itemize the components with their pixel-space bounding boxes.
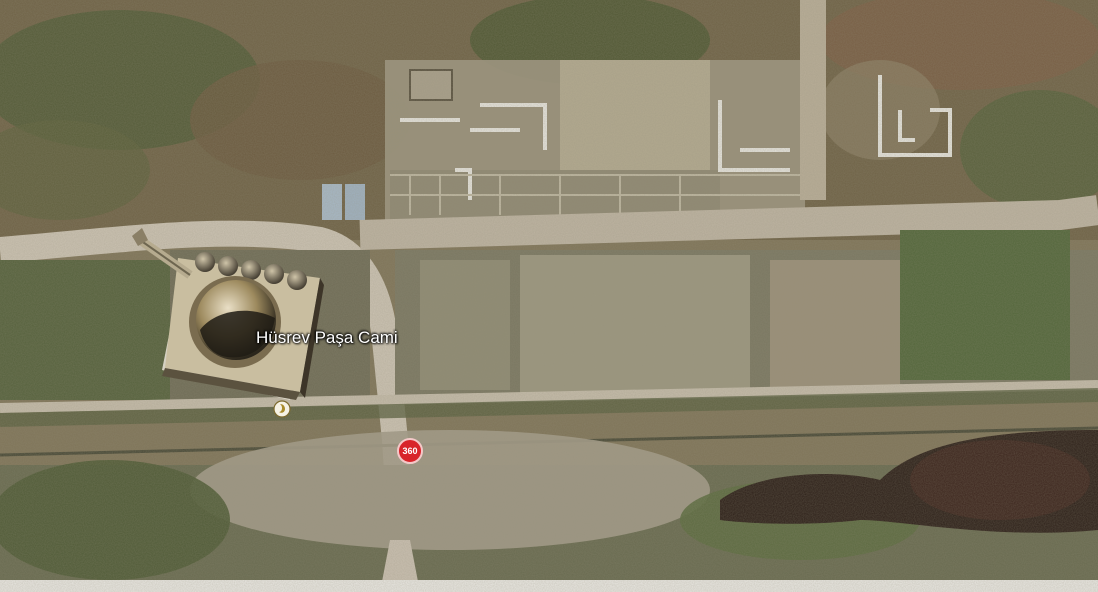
place-label[interactable]: Hüsrev Paşa Cami bbox=[256, 328, 398, 347]
mosque-3d-model[interactable] bbox=[132, 228, 324, 400]
pano-360-icon[interactable]: 360 bbox=[397, 438, 423, 464]
mosque-place-icon[interactable] bbox=[273, 400, 291, 418]
